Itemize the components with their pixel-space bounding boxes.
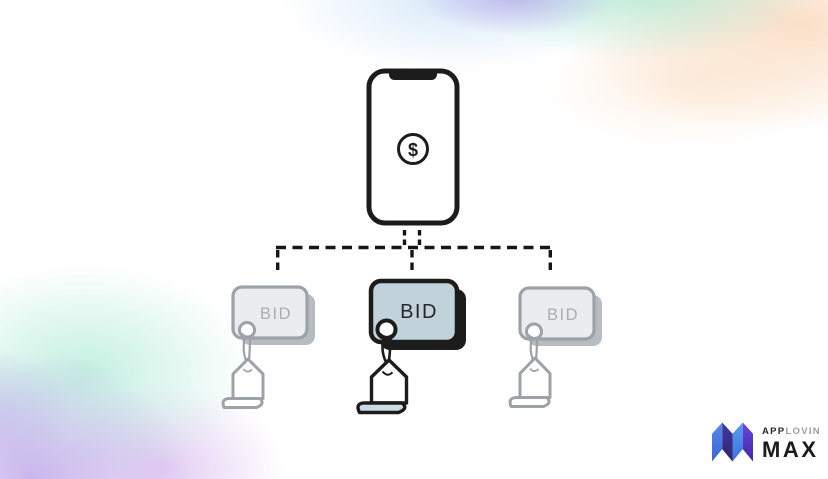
connector-dashed-lines	[276, 230, 552, 274]
dollar-coin-icon: $	[397, 133, 429, 165]
m-ribbon-segment	[722, 422, 733, 462]
tag-curl	[356, 401, 407, 415]
applovin-wordmark: APPLOVIN	[762, 427, 821, 437]
bid-card-right: BID	[508, 286, 602, 408]
tag-string-hole-mark	[242, 368, 253, 373]
smartphone-icon: $	[366, 68, 460, 226]
max-wordmark: MAX	[762, 437, 819, 463]
tag-string-hole-mark	[529, 367, 540, 373]
bid-label: BID	[400, 301, 438, 323]
tag-string	[381, 337, 388, 363]
m-ribbon-segment	[742, 422, 753, 462]
tag-string	[529, 338, 535, 361]
phone-notch	[389, 69, 437, 80]
tag-string	[242, 337, 248, 362]
bid-label: BID	[260, 305, 292, 323]
bid-card-left: BID	[221, 285, 315, 409]
price-tag-icon	[369, 358, 409, 405]
logo-wordmark: APPLOVIN MAX	[762, 425, 821, 462]
grommet-crescent	[527, 334, 541, 340]
price-tag-icon	[231, 357, 265, 400]
m-ribbon-segment	[732, 422, 743, 462]
tag-curl	[508, 396, 551, 408]
dollar-sign: $	[408, 140, 418, 160]
grommet-crescent	[240, 332, 254, 338]
price-tag-icon	[518, 356, 552, 399]
applovin-app-text: APP	[762, 425, 786, 437]
tag-string-hole-mark	[381, 370, 394, 376]
max-m-icon	[712, 422, 753, 462]
bid-card-center: BID	[356, 278, 466, 415]
tag-string	[247, 337, 252, 362]
applovin-lovin-text: LOVIN	[785, 425, 821, 437]
grommet-crescent	[378, 332, 394, 339]
m-ribbon-segment	[712, 422, 723, 462]
coin-circle	[397, 133, 429, 165]
bid-label: BID	[547, 306, 579, 324]
applovin-max-logo: APPLOVIN MAX	[712, 417, 824, 469]
tag-curl	[221, 397, 264, 409]
tag-string	[534, 338, 539, 361]
